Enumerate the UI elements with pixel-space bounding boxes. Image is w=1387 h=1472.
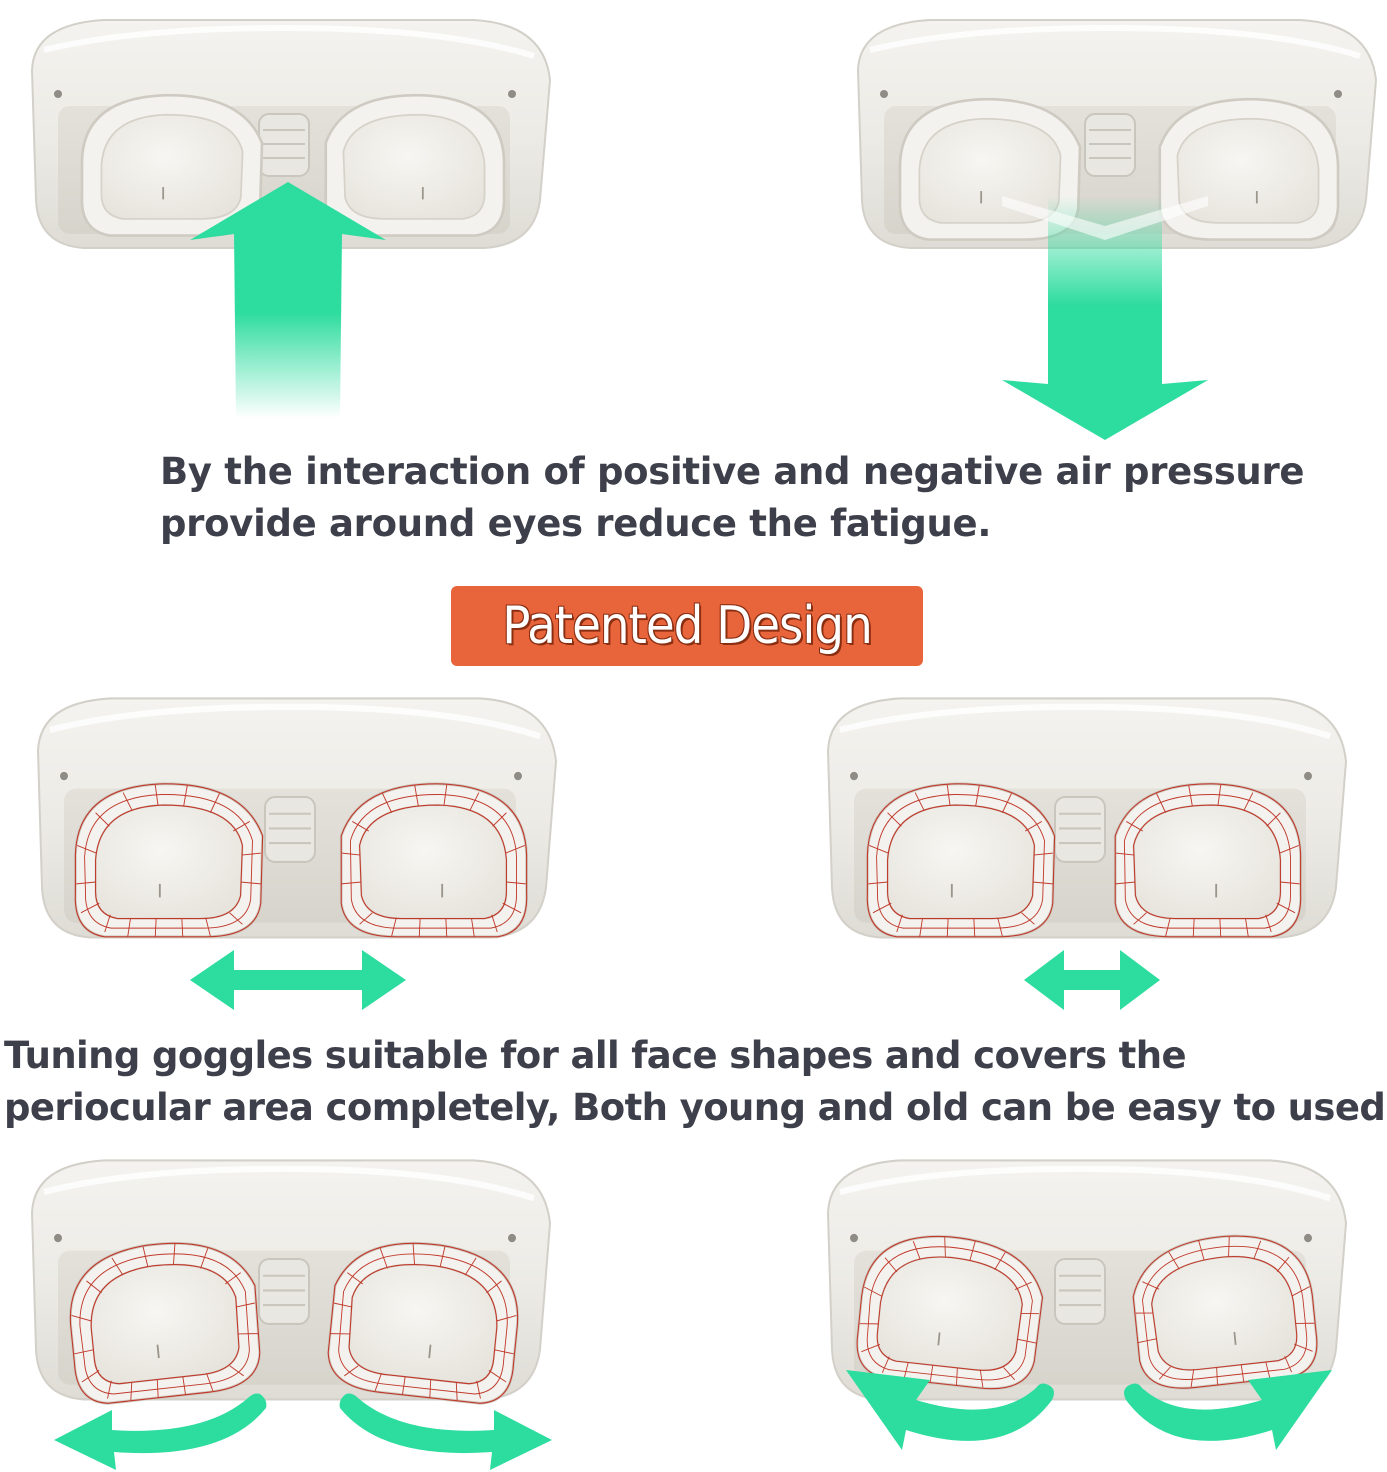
curved-arrow-up-left-icon [846, 1370, 1054, 1450]
arrow-up-icon [190, 182, 386, 418]
tuning-goggles-caption-line-2: periocular area completely, Both young a… [4, 1086, 1387, 1129]
eye-massager-image-bottom-left [14, 1150, 554, 1412]
tuning-goggles-caption: Tuning goggles suitable for all face sha… [4, 1030, 1387, 1134]
patented-design-badge: Patented Design [451, 586, 923, 666]
tuning-goggles-caption-line-1: Tuning goggles suitable for all face sha… [4, 1034, 1187, 1077]
arrow-down-icon [1002, 196, 1208, 440]
patented-design-label: Patented Design [502, 596, 873, 656]
curved-arrow-left-icon [54, 1393, 267, 1470]
air-pressure-caption-line-2: provide around eyes reduce the fatigue. [160, 502, 992, 545]
eye-massager-image-middle-right [810, 688, 1350, 950]
eye-massager-image-middle-left [20, 688, 560, 950]
curved-arrow-up-right-icon [1124, 1370, 1332, 1450]
curved-arrow-right-icon [339, 1393, 552, 1470]
double-arrow-wide-icon [190, 950, 406, 1010]
double-arrow-narrow-icon [1024, 950, 1160, 1010]
air-pressure-caption-line-1: By the interaction of positive and negat… [160, 450, 1305, 493]
air-pressure-caption: By the interaction of positive and negat… [160, 446, 1305, 550]
